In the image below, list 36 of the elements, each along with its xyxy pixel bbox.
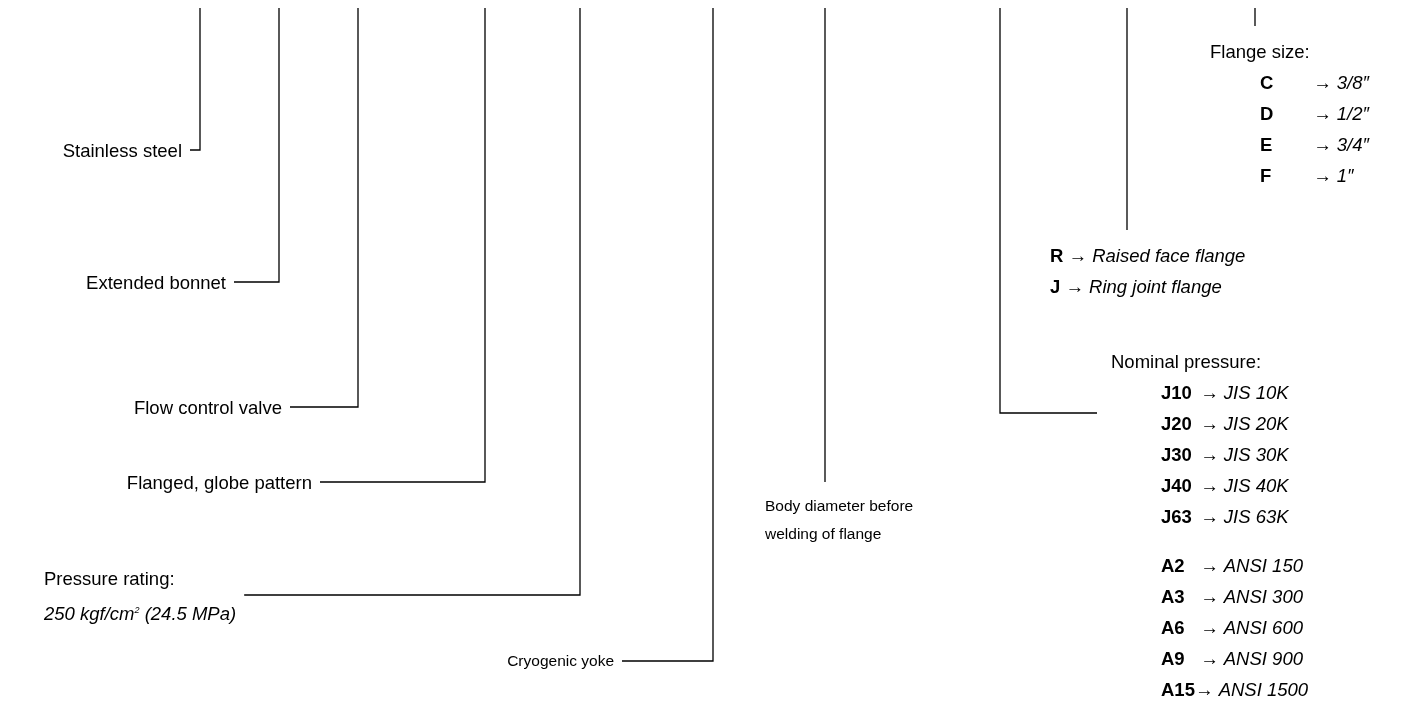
code-row-text: J40 → JIS 40K (1160, 474, 1290, 498)
code-row-text: F → 1″ (1259, 164, 1355, 188)
code-row-text: A9 → ANSI 900 (1160, 647, 1304, 671)
label-text: Stainless steel (62, 138, 182, 163)
code-row-text: A6 → ANSI 600 (1160, 616, 1304, 640)
label-text: Body diameter before welding of flange (765, 496, 915, 544)
heading-text: Nominal pressure: (1111, 350, 1263, 374)
code-row-text: A3 → ANSI 300 (1160, 585, 1304, 609)
code-row-text: E → 3/4″ (1259, 133, 1370, 157)
leader-line (999, 7, 1098, 414)
code-row-text: J10 → JIS 10K (1160, 381, 1290, 405)
code-row-text: A2 → ANSI 150 (1160, 554, 1304, 578)
label-text: Cryogenic yoke (507, 651, 614, 671)
leader-line (1254, 7, 1256, 27)
label-text: 250 kgf/cm$^{2}$ (24.5 MPa) (44, 601, 237, 626)
leader-line (621, 7, 714, 662)
code-row-text: A15→ ANSI 1500 (1160, 678, 1309, 702)
leader-line (319, 7, 486, 483)
code-row-text: J63 → JIS 63K (1160, 505, 1290, 529)
leader-line (189, 7, 201, 151)
code-row-text: J20 → JIS 20K (1160, 412, 1290, 436)
label-text: Flanged, globe pattern (126, 470, 312, 495)
leader-line (1126, 7, 1128, 231)
leader-line (289, 7, 359, 408)
label-text: Flow control valve (133, 395, 282, 420)
code-row-text: D → 1/2″ (1259, 102, 1370, 126)
code-row-text: R → Raised face flange (1050, 244, 1246, 268)
code-row-text: J30 → JIS 30K (1160, 443, 1290, 467)
label-text: Extended bonnet (86, 270, 226, 295)
code-row-text: C → 3/8″ (1259, 71, 1370, 95)
code-row-text: J → Ring joint flange (1050, 275, 1223, 299)
leader-line (233, 7, 280, 283)
leader-line (243, 7, 581, 596)
leader-line (824, 7, 826, 483)
label-text: Pressure rating: (44, 567, 176, 592)
heading-text: Flange size: (1210, 40, 1311, 64)
